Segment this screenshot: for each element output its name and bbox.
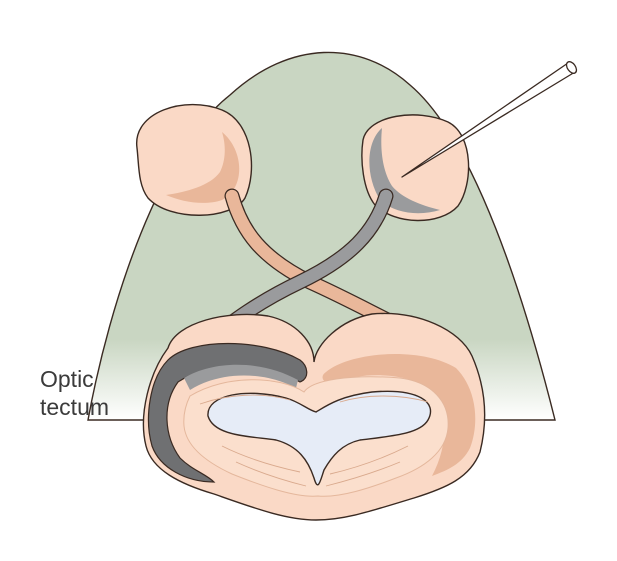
ventricle bbox=[207, 390, 432, 486]
optic-tectum-label-line1: Optic bbox=[40, 366, 94, 392]
injection-pipette-icon bbox=[401, 61, 578, 178]
tectum-section bbox=[142, 312, 486, 521]
optic-tectum-label-line2: tectum bbox=[40, 394, 110, 420]
left-tectum-labelled bbox=[147, 342, 308, 483]
tissue-fibres bbox=[199, 394, 429, 487]
left-retina bbox=[166, 132, 240, 203]
right-tectum-unlabelled bbox=[322, 354, 476, 476]
left-eye bbox=[136, 103, 253, 216]
